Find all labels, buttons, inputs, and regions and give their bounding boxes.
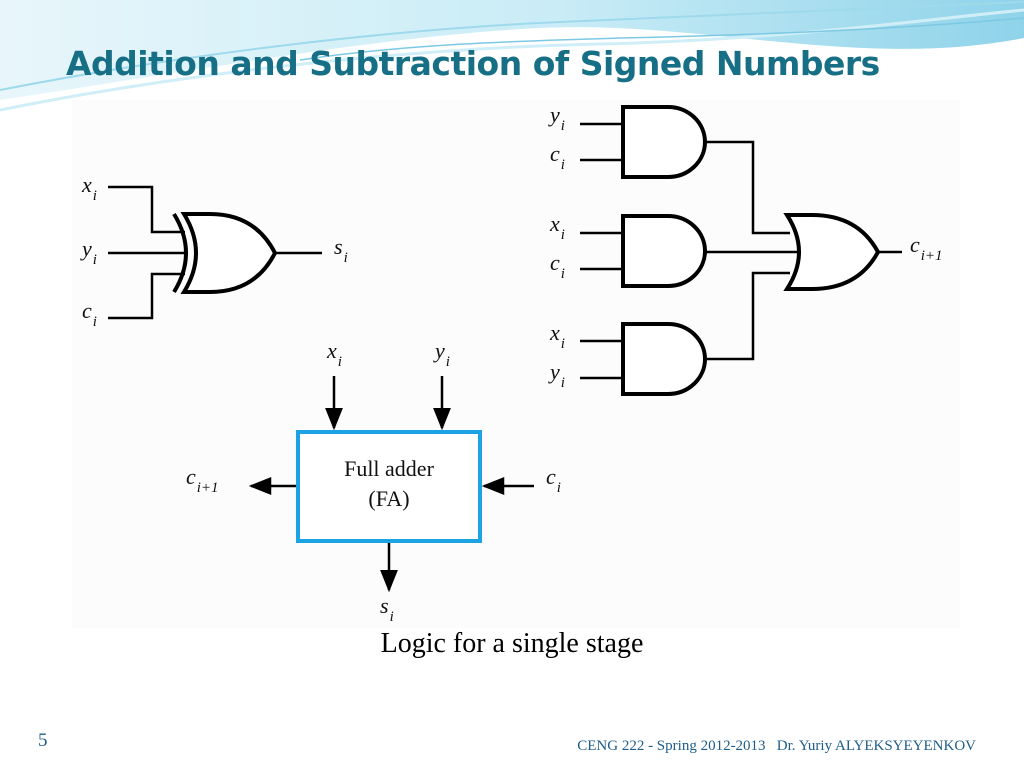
sum-input-label-3: ci: [82, 298, 97, 330]
sum-wires: [108, 185, 322, 320]
or-gate: [783, 213, 881, 291]
wave-line-3: [299, 17, 1024, 61]
and2-input-label-2: ci: [550, 250, 565, 282]
fa-input-x-label: xi: [326, 338, 342, 370]
sum-input-label-1: xi: [81, 172, 97, 204]
wave-band: [0, 0, 1024, 100]
slide-title: Addition and Subtraction of Signed Numbe…: [66, 44, 880, 83]
and3-input-label-2: yi: [548, 359, 565, 391]
fa-input-y-label: yi: [433, 338, 450, 370]
full-adder-block-diagram: Full adder (FA) xi yi ci+1 ci si: [186, 338, 561, 625]
xor-gate-extra-curve: [172, 212, 188, 294]
full-adder-box: [296, 430, 482, 543]
fa-carry-in-label: ci: [546, 464, 561, 496]
figure-panel: [72, 100, 960, 628]
slide-number: 5: [38, 730, 48, 751]
and1-input-label-1: yi: [548, 102, 565, 134]
wave-line-1: [0, 1, 1024, 91]
full-adder-abbrev: (FA): [368, 486, 409, 511]
carry-circuit: yi ci xi ci xi yi ci+1: [548, 102, 943, 396]
carry-wires: [580, 122, 902, 380]
sum-output-label: si: [334, 234, 348, 266]
figure-caption: Logic for a single stage: [380, 628, 644, 659]
sum-xor-circuit: xi yi ci si: [80, 172, 348, 330]
full-adder-label: Full adder: [344, 456, 434, 481]
wave-line-2: [0, 8, 1024, 112]
and-gate-2: [621, 214, 707, 288]
fa-arrows: [248, 376, 534, 593]
footer-text: CENG 222 - Spring 2012-2013 Dr. Yuriy AL…: [577, 738, 976, 754]
carry-output-label: ci+1: [910, 232, 943, 264]
xor-gate: [180, 212, 278, 294]
and-gate-3: [621, 322, 707, 396]
fa-sum-out-label: si: [380, 593, 394, 625]
and-gate-1: [621, 105, 707, 179]
and1-input-label-2: ci: [550, 141, 565, 173]
and3-input-label-1: xi: [549, 320, 565, 352]
fa-carry-out-label: ci+1: [186, 464, 219, 496]
and2-input-label-1: xi: [549, 211, 565, 243]
sum-input-label-2: yi: [80, 236, 97, 268]
